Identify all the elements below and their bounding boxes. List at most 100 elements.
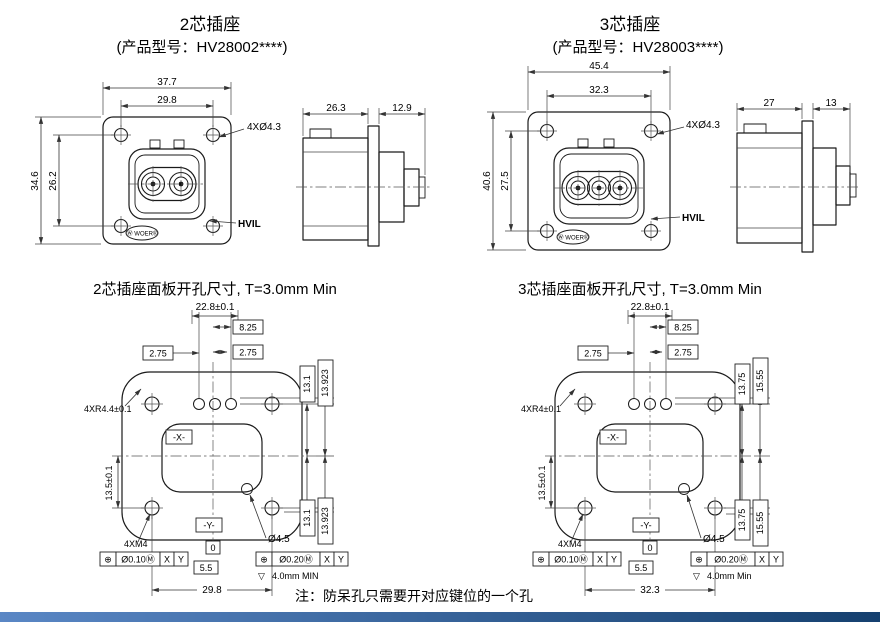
dim-front3-height-inner: 27.5 (500, 171, 511, 191)
dimension-lines-front2 (35, 82, 245, 245)
datum-y-box (632, 517, 660, 533)
dim-box (642, 540, 658, 555)
dim-cutout3-275l: 2.75 (584, 349, 602, 359)
dimension-lines-side3 (736, 103, 851, 172)
dim-cutout3-hole45: Ø4.5 (703, 534, 725, 545)
keying-hole-bottom-icon (678, 483, 690, 495)
dim-box (667, 319, 699, 335)
depth-symbol: ▽ (693, 571, 700, 581)
dim-box (299, 499, 316, 537)
datum-y-box (195, 517, 223, 533)
keying-hole-icon (209, 398, 221, 410)
dim-side3-pin: 13 (825, 98, 837, 109)
fcf-symbol: ⊕ (537, 555, 545, 565)
flange-hole-icon (202, 124, 224, 146)
latch-profile (309, 128, 332, 138)
dim-front2-height-inner: 26.2 (48, 171, 59, 191)
dim-front2-height-outer: 34.6 (30, 171, 41, 191)
dim-cutout2-zero: 0 (210, 543, 215, 553)
dim-cutout3-rt1: 13.75 (737, 373, 747, 396)
dim-cutout3-rb2: 15.55 (755, 512, 765, 535)
dim-box (577, 345, 609, 361)
dim-front3-width-inner: 32.3 (589, 85, 609, 96)
keying-hole-bottom-icon (241, 483, 253, 495)
dim-cutout3-m4: 4XM4 (558, 539, 582, 549)
latch-tab (173, 139, 185, 149)
dim-cutout3-275r: 2.75 (674, 348, 692, 358)
dim-box (752, 499, 769, 547)
dim-cutout2-m4: 4XM4 (124, 539, 148, 549)
side-snout-3pin (812, 147, 837, 226)
side-flange-3pin (801, 120, 814, 253)
dim-box (142, 345, 174, 361)
left-section-title: 2芯插座 (179, 15, 241, 34)
dim-cutout3-55: 5.5 (635, 563, 648, 573)
fcf-datum-1: X (759, 555, 765, 565)
dim-cutout2-rb2: 13.923 (320, 507, 330, 535)
datum-y-label: -Y- (203, 521, 214, 531)
dim-box (317, 359, 334, 407)
latch-profile (743, 123, 767, 133)
left-cutout-title: 2芯插座面板开孔尺寸, T=3.0mm Min (93, 281, 337, 298)
brand-logo-oval (556, 229, 590, 245)
depth-value: 4.0mm Min (707, 571, 752, 581)
dim-cutout2-825: 8.25 (239, 323, 257, 333)
flange-outline-2pin (102, 116, 232, 245)
cutout-view-3pin: 22.8±0.1 8.25 2.75 2.75 4XR4±0.1 13.5±0.… (521, 302, 784, 596)
fcf-datum-2: Y (178, 555, 184, 565)
dim-cutout2-55: 5.5 (200, 563, 213, 573)
footnote: 注：防呆孔只需要开对应键位的一个孔 (295, 588, 533, 604)
fcf-datum-2: Y (338, 555, 344, 565)
dim-cutout2-leftv: 13.5±0.1 (104, 466, 114, 501)
flange-outline-3pin (527, 111, 671, 251)
hvil-label: HVIL (238, 219, 261, 230)
dim-cutout3-bottom: 32.3 (640, 585, 660, 596)
dimension-lines-side2 (302, 108, 426, 175)
cutout-view-2pin: 22.8±0.1 8.25 2.75 2.75 4XR4.4±0.1 13.5±… (84, 302, 349, 596)
fcf-tolerance: Ø0.10Ⓜ (121, 555, 155, 565)
dim-cutout2-top: 22.8±0.1 (196, 302, 235, 313)
right-section-title: 3芯插座 (599, 15, 661, 34)
dim-cutout3-rt2: 15.55 (755, 370, 765, 393)
side-body-3pin (736, 132, 803, 244)
dim-front3-height-outer: 40.6 (482, 171, 493, 191)
dim-cutout2-radius: 4XR4.4±0.1 (84, 404, 131, 414)
fcf-tolerance: Ø0.10Ⓜ (554, 555, 588, 565)
brand-logo-text: Ⓦ WOER® (127, 230, 158, 238)
keying-hole-icon (628, 398, 640, 410)
dim-text-bg (197, 584, 227, 595)
fcf-datum-1: X (324, 555, 330, 565)
dim-box (193, 560, 219, 575)
side-pin-2pin (403, 168, 420, 207)
right-cutout-title: 3芯插座面板开孔尺寸, T=3.0mm Min (518, 281, 762, 298)
latch-tab (149, 139, 161, 149)
depth-symbol: ▽ (258, 571, 265, 581)
right-section-subtitle: (产品型号：HV28003****) (552, 39, 724, 56)
dim-front2-holes: 4XØ4.3 (247, 122, 281, 133)
dim-cutout3-radius: 4XR4±0.1 (521, 404, 561, 414)
cutout-aperture-2pin (161, 423, 263, 493)
datum-x-box (599, 429, 627, 445)
dim-box (232, 319, 264, 335)
flange-hole-icon (202, 215, 224, 237)
fcf-symbol: ⊕ (695, 555, 703, 565)
centerlines-front3 (554, 170, 644, 206)
side-pin-3pin (835, 165, 851, 206)
side-pin-tip (418, 176, 426, 199)
side-view-2pin: 26.3 12.9 (296, 103, 431, 247)
dim-front2-width-inner: 29.8 (157, 95, 177, 106)
dim-cutout2-rt1: 13.1 (302, 375, 312, 393)
centerlines-front2 (128, 166, 206, 202)
dim-cutout3-top: 22.8±0.1 (631, 302, 670, 313)
m4-hole-icon (703, 496, 727, 520)
dim-front2-width-outer: 37.7 (157, 77, 177, 88)
dim-box (628, 560, 654, 575)
fcf-datum-1: X (164, 555, 170, 565)
footer-bar (0, 612, 880, 622)
m4-hole-icon (140, 392, 164, 416)
datum-x-label: -X- (173, 433, 185, 443)
dim-cutout2-bottom: 29.8 (202, 585, 222, 596)
latch-tab (603, 138, 615, 148)
datum-y-label: -Y- (640, 521, 651, 531)
